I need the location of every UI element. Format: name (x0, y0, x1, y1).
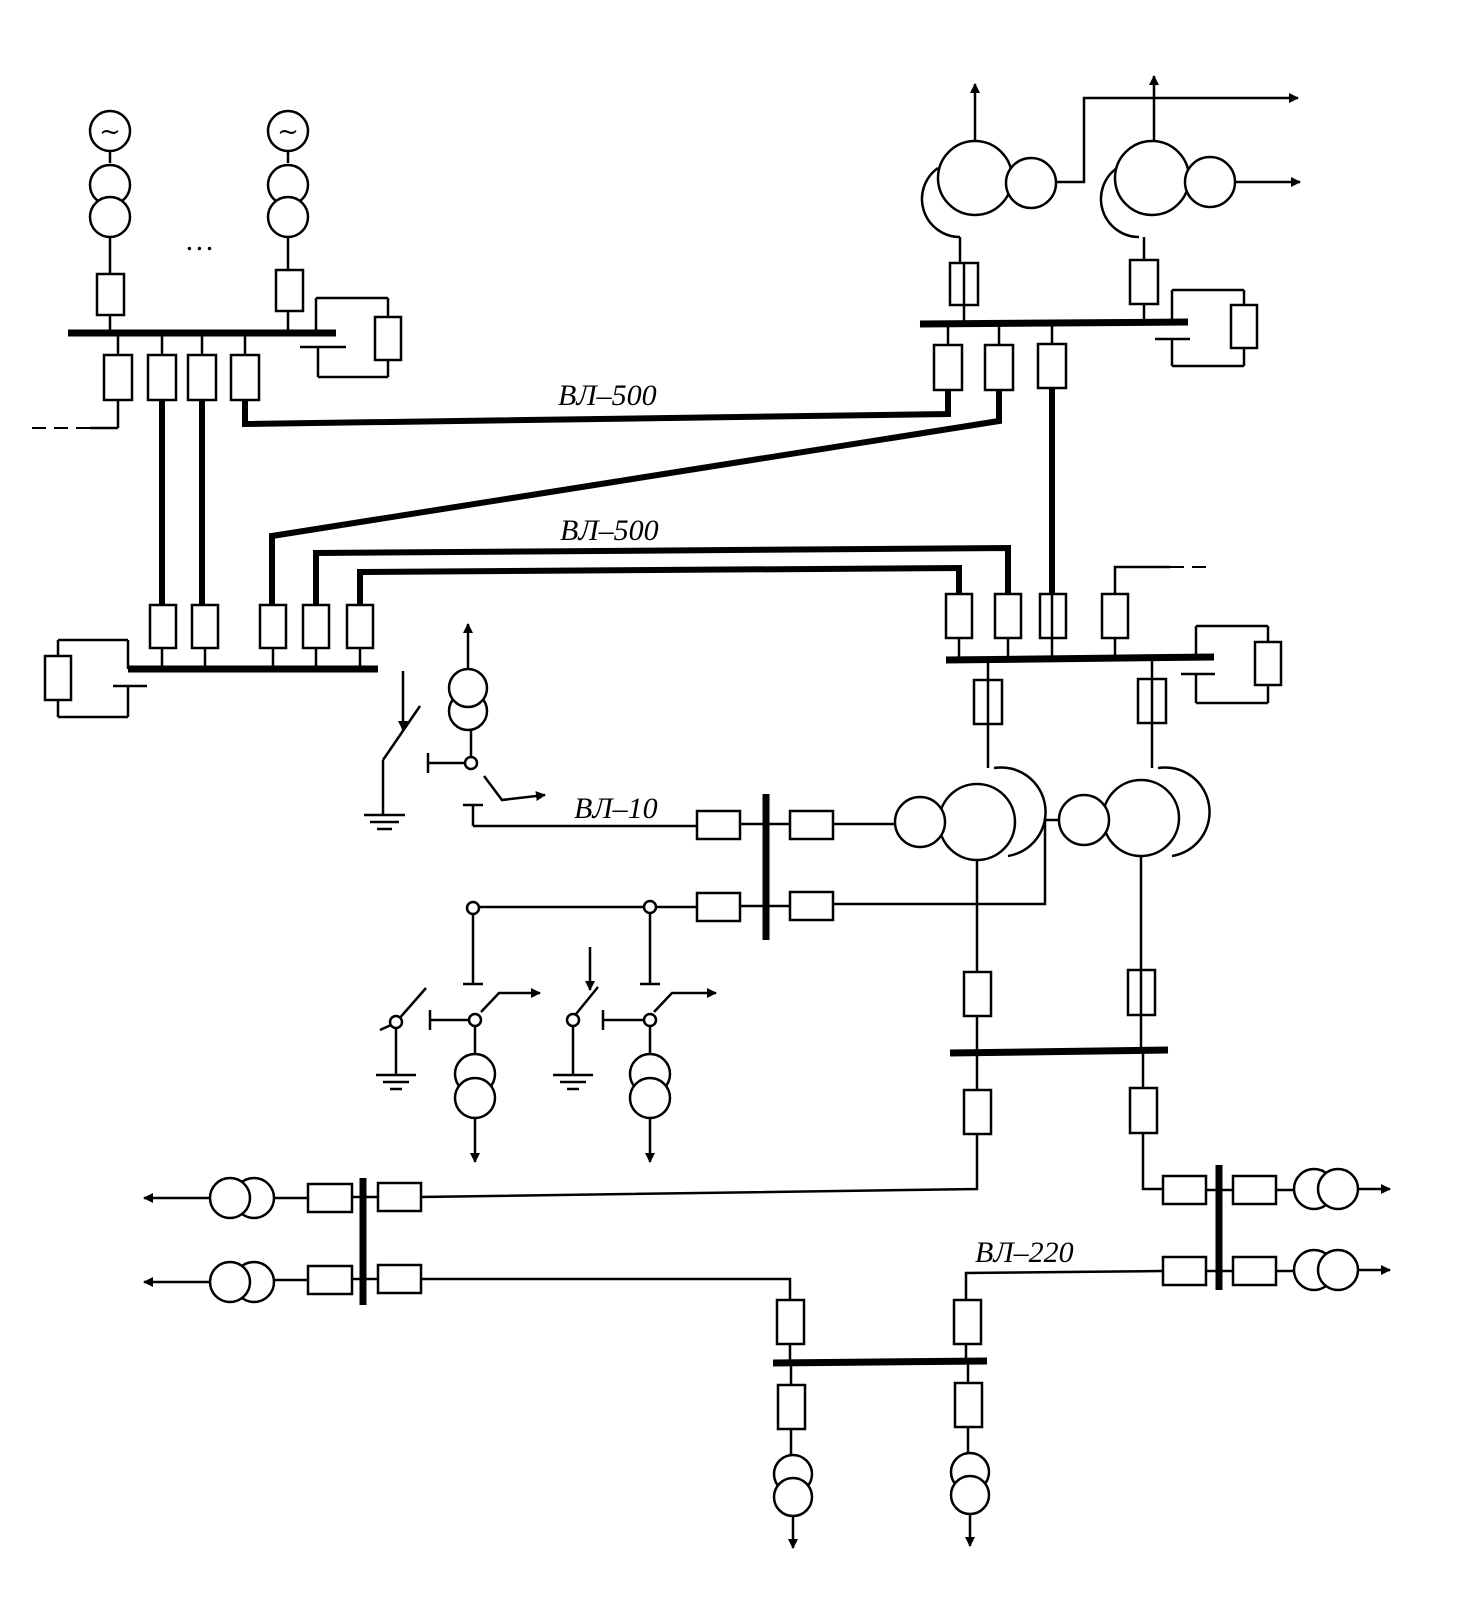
breaker (1128, 1086, 1159, 1135)
breaker (258, 603, 288, 650)
substation-west (43, 603, 378, 719)
generator-unit-2: ~ (266, 109, 310, 333)
bus-220kv (949, 1046, 1169, 1057)
breaker (932, 343, 964, 392)
breaker (788, 890, 835, 922)
pole-substation-3 (553, 947, 717, 1163)
junction-point (465, 900, 481, 916)
generator-glyph: ~ (99, 117, 121, 147)
breaker (274, 268, 305, 313)
breaker (95, 272, 126, 317)
breaker (695, 809, 742, 841)
breaker (1161, 1255, 1208, 1287)
breaker (376, 1263, 423, 1295)
breaker (376, 1181, 423, 1213)
breaker (190, 603, 220, 650)
generator-unit-1: ~ (88, 109, 132, 333)
line-label-500-top: ВЛ–500 (558, 379, 657, 412)
substation-southeast (964, 1165, 1391, 1300)
distribution-10kv (364, 623, 895, 1163)
autotransformer-1 (920, 83, 1299, 324)
generator-glyph: ~ (277, 117, 299, 147)
pole-substation-1 (364, 623, 546, 831)
east-bus (945, 653, 1215, 664)
breaker (229, 353, 261, 402)
compensator-branch (300, 296, 403, 379)
junction-point (642, 899, 658, 915)
breaker (944, 592, 974, 640)
reactor (1229, 303, 1259, 350)
reactor (43, 654, 73, 702)
reactor (373, 315, 403, 362)
substation-east (833, 565, 1283, 972)
breaker (776, 1383, 807, 1431)
northeast-bus (919, 318, 1189, 328)
junction-point (642, 1012, 658, 1028)
breaker (775, 1298, 806, 1346)
breaker (1128, 258, 1160, 306)
pole-substation-2 (376, 987, 541, 1163)
line-label-220: ВЛ–220 (975, 1236, 1074, 1269)
ellipsis-label: … (187, 224, 214, 257)
breaker (983, 343, 1015, 392)
breaker (952, 1298, 983, 1346)
breaker (148, 603, 178, 650)
substation-south (772, 1298, 991, 1549)
breaker (1231, 1255, 1278, 1287)
south-bus (772, 1357, 988, 1367)
substation-southwest (143, 1176, 792, 1305)
breaker (306, 1264, 354, 1296)
line-label-500-mid: ВЛ–500 (560, 514, 659, 547)
junction-point (467, 1012, 483, 1028)
autotransformer-3 (893, 660, 1047, 972)
substation-northeast (919, 75, 1301, 392)
autotransformer-2 (1099, 75, 1301, 322)
breaker (953, 1381, 984, 1429)
breaker (102, 353, 134, 402)
breaker (962, 970, 993, 1018)
autotransformer-icon (937, 782, 1017, 862)
autotransformer-icon (1113, 139, 1191, 217)
breaker (1100, 592, 1130, 640)
junction-point (463, 755, 479, 771)
breaker (1161, 1174, 1208, 1206)
breaker (788, 809, 835, 841)
power-plant: ~ … ~ (25, 109, 403, 430)
autotransformer-icon (1101, 778, 1181, 858)
substation-220kv (419, 968, 1169, 1199)
breaker (146, 353, 178, 402)
breaker (306, 1182, 354, 1214)
breaker (962, 1088, 993, 1136)
breaker (1036, 342, 1068, 390)
breaker (993, 592, 1023, 640)
breaker (1231, 1174, 1278, 1206)
hv-lines-500kv (159, 388, 1055, 605)
breaker (695, 891, 742, 923)
line-label-10: ВЛ–10 (574, 792, 658, 825)
reactor (1253, 640, 1283, 687)
autotransformer-4 (833, 657, 1211, 970)
breaker (186, 353, 218, 402)
autotransformer-icon (936, 139, 1014, 217)
breaker (301, 603, 331, 650)
breaker (345, 603, 375, 650)
